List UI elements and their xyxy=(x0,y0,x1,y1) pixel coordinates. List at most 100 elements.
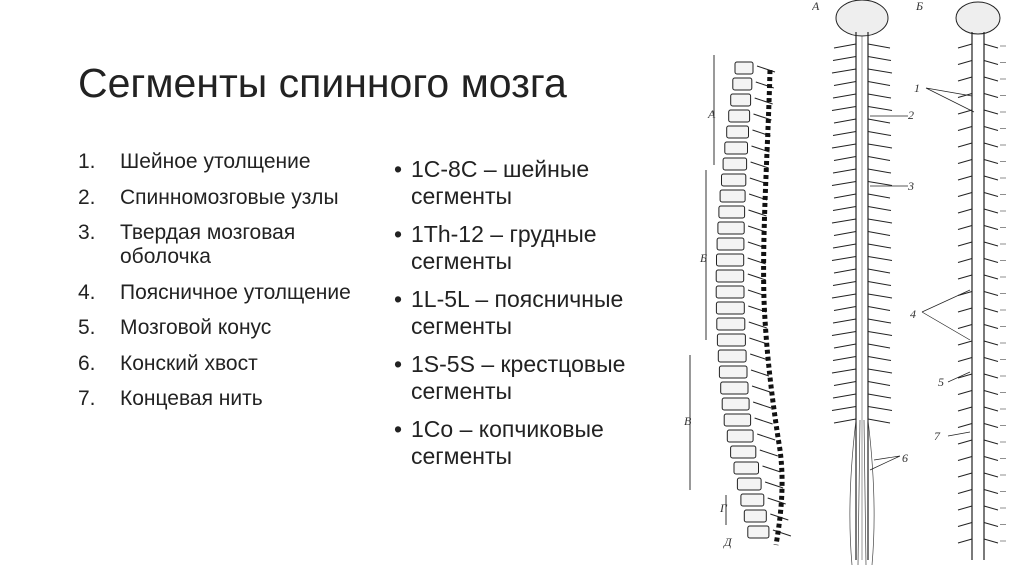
segments-list: •1C-8C – шейные сегменты •1Th-12 – грудн… xyxy=(394,156,694,481)
callout-7: 7 xyxy=(934,429,941,443)
vertebra-shape xyxy=(741,494,764,506)
nerve-root xyxy=(958,358,998,362)
vertebra-shape xyxy=(718,350,746,362)
bullet-icon: • xyxy=(394,351,411,405)
vertebra-shape xyxy=(735,62,753,74)
list-text: Мозговой конус xyxy=(120,316,271,340)
vertebra-shape xyxy=(748,526,769,538)
nerve-root xyxy=(958,391,998,395)
vertebra-shape xyxy=(720,190,745,202)
list-item: •1S-5S – крестцовые сегменты xyxy=(394,351,694,405)
spine-label-a: А xyxy=(707,107,716,121)
figure-label-b: Б xyxy=(915,0,923,13)
list-item: 2.Спинномозговые узлы xyxy=(78,186,378,210)
list-item: •1L-5L – поясничные сегменты xyxy=(394,286,694,340)
vertebra-shape xyxy=(733,78,752,90)
nerve-root xyxy=(958,77,998,81)
vertebra-shape xyxy=(717,254,744,266)
nerve-root xyxy=(958,209,998,213)
vertebra-shape xyxy=(718,222,744,234)
list-item: 7.Концевая нить xyxy=(78,387,378,411)
spine-label-g: Г xyxy=(719,501,728,515)
nerve-root xyxy=(958,523,998,527)
callout-4: 4 xyxy=(910,307,916,321)
list-text: 1Co – копчиковые сегменты xyxy=(411,416,694,470)
list-text: Концевая нить xyxy=(120,387,263,411)
nerve-root xyxy=(958,110,998,114)
list-item: •1Th-12 – грудные сегменты xyxy=(394,221,694,275)
vertebra-shape xyxy=(724,414,750,426)
bullet-icon: • xyxy=(394,221,411,275)
spinal-cord-illustration-b: Б 1 4 5 7 xyxy=(904,0,1024,574)
vertebra-shape xyxy=(729,110,750,122)
vertebra-shape xyxy=(734,462,759,474)
vertebra-shape xyxy=(716,302,744,314)
spinous-process xyxy=(753,402,771,408)
spinous-process xyxy=(751,370,769,376)
nerve-root xyxy=(958,473,998,477)
numbered-list: 1.Шейное утолщение 2.Спинномозговые узлы… xyxy=(78,150,378,423)
list-text: 1L-5L – поясничные сегменты xyxy=(411,286,694,340)
bullet-icon: • xyxy=(394,286,411,340)
nerve-root xyxy=(958,506,998,510)
list-number: 4. xyxy=(78,281,120,305)
spinous-process xyxy=(760,450,778,456)
vertebra-shape xyxy=(722,174,746,186)
list-item: 3.Твердая мозговая оболочка xyxy=(78,221,378,269)
list-item: •1C-8C – шейные сегменты xyxy=(394,156,694,210)
vertebra-shape xyxy=(731,94,751,106)
nerve-root xyxy=(958,341,998,345)
list-item: 4.Поясничное утолщение xyxy=(78,281,378,305)
list-text: Твердая мозговая оболочка xyxy=(120,221,378,269)
spinous-process xyxy=(752,386,770,392)
nerve-root xyxy=(958,424,998,428)
vertebra-shape xyxy=(723,158,747,170)
nerve-root xyxy=(958,61,998,65)
nerve-root xyxy=(958,308,998,312)
slide-title: Сегменты спинного мозга xyxy=(78,60,567,107)
bullet-icon: • xyxy=(394,416,411,470)
nerve-root xyxy=(958,325,998,329)
vertebra-shape xyxy=(737,478,761,490)
list-number: 6. xyxy=(78,352,120,376)
spine-label-c: В xyxy=(684,414,692,428)
vertebra-shape xyxy=(731,446,756,458)
nerve-root xyxy=(958,242,998,246)
nerve-root xyxy=(958,292,998,296)
list-number: 2. xyxy=(78,186,120,210)
nerve-root xyxy=(958,94,998,98)
callout-5: 5 xyxy=(938,375,944,389)
spinous-process xyxy=(763,466,781,472)
list-item: •1Co – копчиковые сегменты xyxy=(394,416,694,470)
vertebra-shape xyxy=(716,270,744,282)
nerve-root xyxy=(958,176,998,180)
list-text: Конский хвост xyxy=(120,352,258,376)
nerve-root xyxy=(958,193,998,197)
list-number: 3. xyxy=(78,221,120,269)
vertebra-shape xyxy=(721,382,748,394)
list-number: 5. xyxy=(78,316,120,340)
vertebra-shape xyxy=(719,206,745,218)
nerve-root xyxy=(958,275,998,279)
spinous-process xyxy=(755,418,773,424)
vertebra-shape xyxy=(727,126,749,138)
nerve-root xyxy=(958,457,998,461)
list-text: Спинномозговые узлы xyxy=(120,186,339,210)
spinous-process xyxy=(757,434,775,440)
nerve-root xyxy=(958,44,998,48)
vertebra-shape xyxy=(722,398,749,410)
list-item: 6.Конский хвост xyxy=(78,352,378,376)
vertebral-column-illustration: А Б В Г Д xyxy=(672,0,812,574)
nerve-root xyxy=(958,160,998,164)
nerve-root xyxy=(958,143,998,147)
list-text: Шейное утолщение xyxy=(120,150,311,174)
nerve-root xyxy=(958,539,998,543)
list-text: 1C-8C – шейные сегменты xyxy=(411,156,694,210)
list-text: Поясничное утолщение xyxy=(120,281,351,305)
bullet-icon: • xyxy=(394,156,411,210)
vertebra-shape xyxy=(744,510,766,522)
list-text: 1S-5S – крестцовые сегменты xyxy=(411,351,694,405)
vertebra-shape xyxy=(717,334,745,346)
nerve-root xyxy=(958,259,998,263)
spine-label-b: Б xyxy=(699,251,707,265)
